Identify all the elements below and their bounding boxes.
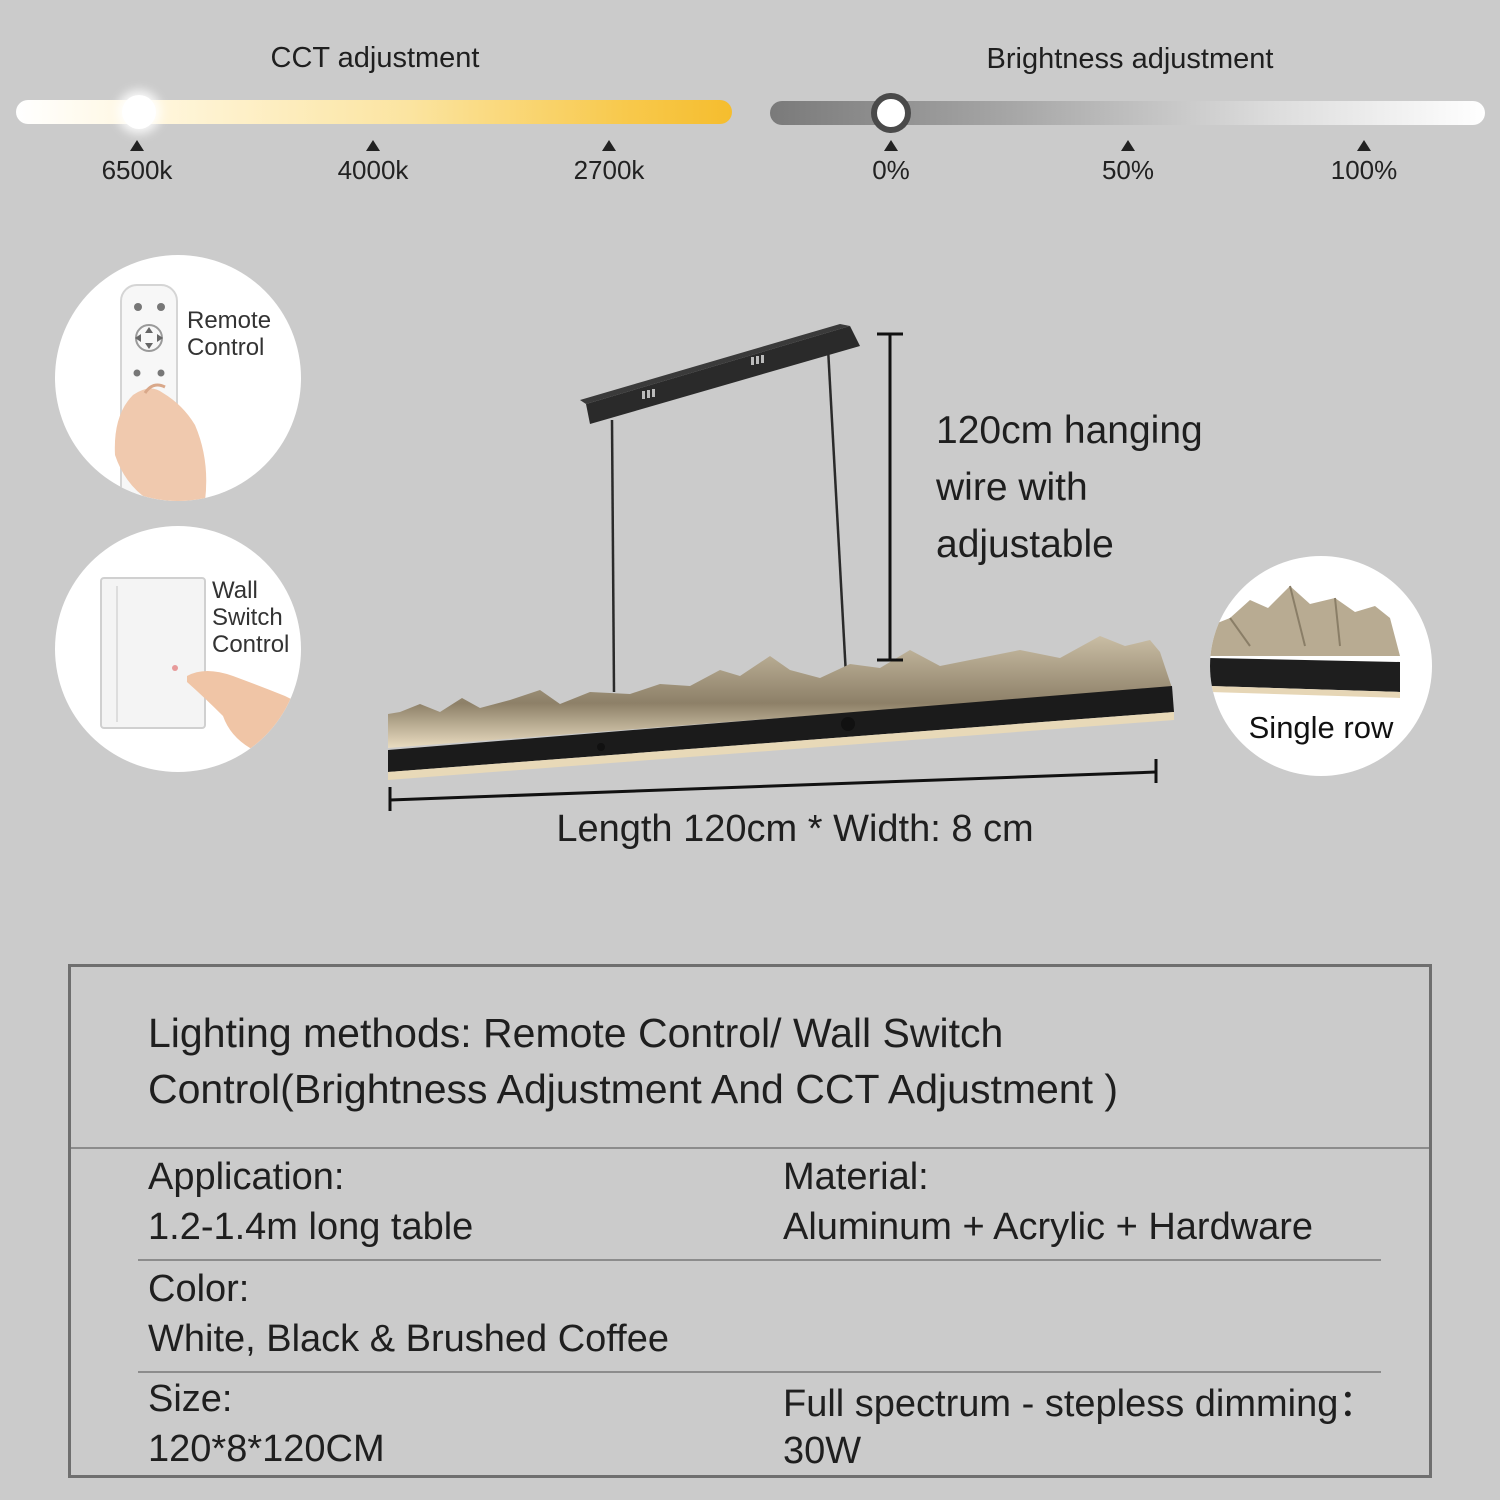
size-value: 120*8*120CM (148, 1428, 385, 1470)
dimming-value: 30W (783, 1430, 862, 1472)
brightness-slider-thumb[interactable] (871, 93, 911, 133)
hand-icon (114, 383, 207, 501)
crystal-detail-icon (1210, 585, 1400, 698)
material-value: Aluminum + Acrylic + Hardware (783, 1206, 1314, 1248)
remote-control-label: Remote Control (187, 307, 272, 361)
application-label: Application: (148, 1156, 345, 1198)
brightness-tick-50: 50% (1088, 140, 1168, 186)
wall-switch-icon (100, 577, 206, 729)
material-label: Material: (783, 1156, 929, 1198)
chandelier-illustration (388, 324, 1174, 780)
height-dimension-line (877, 332, 903, 662)
divider-1 (138, 1259, 1381, 1261)
specifications-box: Lighting methods: Remote Control/ Wall S… (68, 964, 1432, 1478)
wall-switch-bubble: Wall Switch Control (55, 526, 301, 772)
brightness-title: Brightness adjustment (986, 43, 1274, 75)
cct-tick-6500k: 6500k (97, 140, 177, 186)
finger-icon (187, 671, 301, 758)
application-value: 1.2-1.4m long table (148, 1206, 474, 1248)
divider-full (71, 1147, 1429, 1149)
size-label: Size: (148, 1378, 233, 1420)
dimming-label: Full spectrum - stepless dimming： (783, 1383, 1377, 1425)
lighting-methods-text: Lighting methods: Remote Control/ Wall S… (148, 1010, 1119, 1112)
brightness-tick-0: 0% (851, 140, 931, 186)
color-value: White, Black & Brushed Coffee (148, 1318, 669, 1360)
single-row-label: Single row (1248, 710, 1394, 745)
single-row-bubble: Single row (1210, 556, 1432, 776)
length-dimension-line (388, 759, 1158, 811)
dimension-label: Length 120cm * Width: 8 cm (556, 808, 1034, 850)
hanging-wire-note: 120cm hanging wire with adjustable (936, 409, 1203, 566)
cct-title: CCT adjustment (270, 42, 480, 74)
remote-control-bubble: Remote Control (55, 255, 301, 501)
wall-switch-label: Wall Switch Control (212, 577, 290, 658)
brightness-tick-100: 100% (1324, 140, 1404, 186)
cct-tick-2700k: 2700k (569, 140, 649, 186)
cct-tick-4000k: 4000k (333, 140, 413, 186)
divider-2 (138, 1371, 1381, 1373)
cct-slider-thumb[interactable] (122, 95, 156, 129)
color-label: Color: (148, 1268, 250, 1310)
